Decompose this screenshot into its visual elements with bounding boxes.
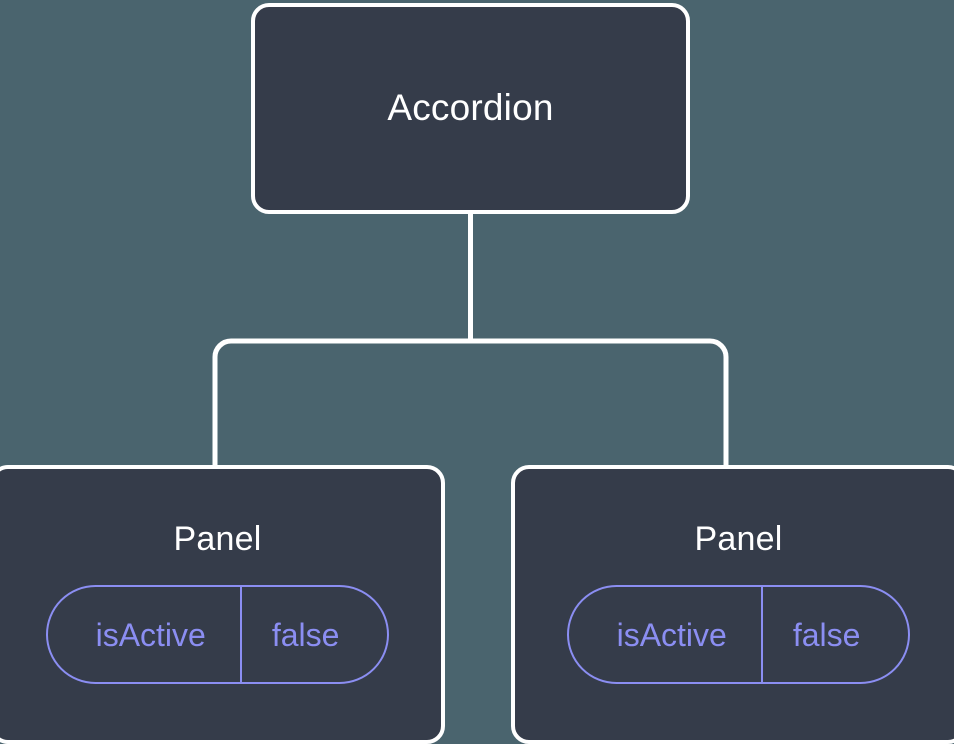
state-pill-panel-right[interactable]: isActive false bbox=[566, 585, 911, 685]
state-pill-key: isActive bbox=[616, 616, 727, 653]
state-pill-value: false bbox=[239, 587, 388, 683]
node-panel-right[interactable]: Panel isActive false bbox=[511, 465, 954, 744]
state-pill-panel-left[interactable]: isActive false bbox=[45, 585, 390, 685]
node-panel-right-body: Panel isActive false bbox=[515, 469, 954, 685]
state-pill-value: false bbox=[760, 587, 909, 683]
node-panel-left[interactable]: Panel isActive false bbox=[0, 465, 445, 744]
connector-branch-left bbox=[212, 338, 471, 470]
node-panel-right-label: Panel bbox=[694, 520, 783, 558]
node-panel-left-body: Panel isActive false bbox=[0, 469, 441, 685]
node-accordion-label: Accordion bbox=[387, 87, 554, 129]
node-panel-left-label: Panel bbox=[173, 520, 262, 558]
state-pill-key: isActive bbox=[95, 616, 206, 653]
node-accordion[interactable]: Accordion bbox=[251, 3, 690, 214]
connector-branch-right bbox=[470, 338, 729, 470]
